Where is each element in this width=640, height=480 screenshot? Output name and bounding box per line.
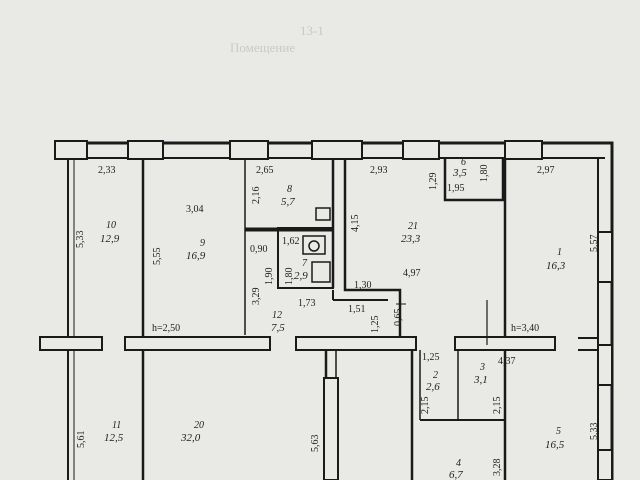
room-10-area: 12,9 — [100, 233, 120, 245]
dim-1-30: 1,30 — [354, 280, 372, 291]
room-4-area: 6,7 — [449, 469, 463, 480]
room-20-area: 32,0 — [180, 432, 201, 444]
room-7-number: 7 — [302, 258, 308, 269]
dim-0-90: 0,90 — [250, 244, 268, 255]
dim-2-97: 2,97 — [537, 165, 555, 176]
dim-1-25-side: 1,25 — [370, 316, 381, 334]
dim-1-80-niche: 1,80 — [479, 165, 490, 183]
room-9-area: 16,9 — [186, 250, 206, 262]
room-3-number: 3 — [479, 362, 485, 373]
dim-2-93: 2,93 — [370, 165, 388, 176]
room-4-number: 4 — [456, 458, 461, 469]
room-12-number: 12 — [272, 310, 282, 321]
room-11-number: 11 — [112, 420, 121, 431]
dim-1-80-wc: 1,80 — [284, 268, 295, 286]
room-21-number: 21 — [408, 221, 418, 232]
walls — [39, 140, 614, 480]
dim-1-51: 1,51 — [348, 304, 366, 315]
room-10-number: 10 — [106, 220, 116, 231]
room-1-area: 16,3 — [546, 260, 566, 272]
dim-3-28: 3,28 — [492, 459, 503, 477]
dim-2-15-right: 2,15 — [492, 397, 503, 415]
dim-2-65: 2,65 — [256, 165, 274, 176]
dim-1-62: 1,62 — [282, 236, 300, 247]
dim-0-65: 0,65 — [393, 309, 404, 327]
dim-5-63: 5,63 — [310, 435, 321, 453]
dimension-labels: 2,33 2,65 2,93 2,97 3,04 4,97 1,95 1,62 … — [75, 165, 600, 477]
dim-2-15-left: 2,15 — [420, 397, 431, 415]
room-21-area: 23,3 — [401, 233, 421, 245]
room-labels: 10 12,9 9 16,9 8 5,7 7 2,9 6 3,5 21 23,3… — [100, 157, 566, 480]
room-1-number: 1 — [557, 247, 562, 258]
room-6-area: 3,5 — [452, 167, 467, 179]
dim-5-61: 5,61 — [76, 431, 87, 449]
room-2-area: 2,6 — [426, 381, 440, 393]
height-3-40: h=3,40 — [511, 323, 539, 334]
room-3-area: 3,1 — [473, 374, 488, 386]
dim-1-90: 1,90 — [264, 268, 275, 286]
dim-4-97: 4,97 — [403, 268, 421, 279]
room-8-area: 5,7 — [281, 196, 295, 208]
room-11-area: 12,5 — [104, 432, 124, 444]
dim-1-73: 1,73 — [298, 298, 316, 309]
room-2-number: 2 — [433, 370, 438, 381]
dim-1-25-top: 1,25 — [422, 352, 440, 363]
height-2-50: h=2,50 — [152, 323, 180, 334]
room-9-number: 9 — [200, 238, 205, 249]
dim-5-55: 5,55 — [152, 248, 163, 266]
dim-1-95: 1,95 — [447, 183, 465, 194]
room-20-number: 20 — [194, 420, 204, 431]
room-12-area: 7,5 — [271, 322, 285, 334]
height-labels: h=2,50 h=3,40 — [152, 323, 539, 334]
dim-2-16: 2,16 — [251, 187, 262, 205]
dim-4-37: 4,37 — [498, 356, 516, 367]
dim-5-33-right: 5,33 — [589, 423, 600, 441]
room-8-number: 8 — [287, 184, 292, 195]
dim-1-29: 1,29 — [428, 173, 439, 191]
dim-5-33-left: 5,33 — [75, 231, 86, 249]
faint-header-number: 13-1 — [300, 23, 324, 38]
dim-5-57: 5,57 — [589, 235, 600, 253]
dim-4-15: 4,15 — [350, 215, 361, 233]
dim-2-33: 2,33 — [98, 165, 116, 176]
room-5-area: 16,5 — [545, 439, 565, 451]
room-7-area: 2,9 — [294, 270, 308, 282]
dim-3-04: 3,04 — [186, 204, 204, 215]
dim-3-29: 3,29 — [251, 288, 262, 306]
room-6-number: 6 — [461, 157, 466, 168]
faint-header-text: Помещение — [230, 40, 295, 55]
room-5-number: 5 — [556, 426, 561, 437]
